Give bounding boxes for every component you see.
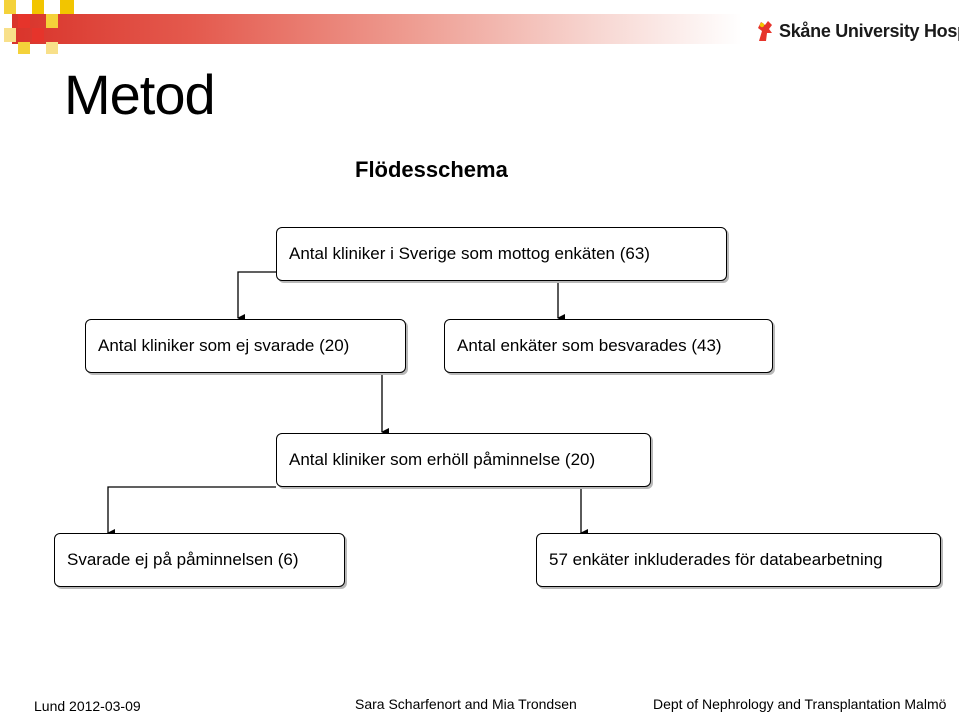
hospital-logo: Skåne University Hospital — [755, 18, 959, 44]
flow-box-label: 57 enkäter inkluderades för databearbetn… — [549, 550, 883, 569]
flow-box-label: Antal kliniker i Sverige som mottog enkä… — [289, 244, 650, 263]
flowchart-subtitle: Flödesschema — [355, 157, 508, 182]
flow-box-label: Antal enkäter som besvarades (43) — [457, 336, 722, 355]
flow-box-answered: Antal enkäter som besvarades (43) — [444, 319, 773, 373]
deco-square — [18, 42, 30, 54]
connector-reminder-to-not-answered-reminder — [107, 486, 276, 537]
deco-square — [46, 42, 58, 54]
slide-title: Metod — [64, 63, 216, 126]
footer-authors: Sara Scharfenort and Mia Trondsen — [355, 696, 577, 712]
slide-header: Skåne University Hospital — [0, 0, 959, 60]
flow-box-label: Antal kliniker som ej svarade (20) — [98, 336, 350, 355]
flow-box-label: Antal kliniker som erhöll påminnelse (20… — [289, 450, 596, 469]
deco-square — [60, 0, 74, 14]
flow-box-not-answered: Antal kliniker som ej svarade (20) — [85, 319, 406, 373]
deco-square — [32, 28, 44, 42]
flow-box-reminder: Antal kliniker som erhöll påminnelse (20… — [276, 433, 651, 487]
deco-square — [4, 0, 16, 14]
deco-square — [18, 14, 30, 28]
flow-box-included: 57 enkäter inkluderades för databearbetn… — [536, 533, 941, 587]
deco-square — [4, 28, 16, 42]
footer-department: Dept of Nephrology and Transplantation M… — [653, 696, 947, 712]
logo-text: Skåne University Hospital — [779, 20, 959, 41]
flow-box-label: Svarade ej på påminnelsen (6) — [67, 550, 299, 569]
connector-root-to-not-answered — [237, 271, 277, 322]
griffin-crest-icon — [758, 21, 772, 41]
header-gradient-band — [12, 14, 742, 44]
flow-box-not-answered-reminder: Svarade ej på påminnelsen (6) — [54, 533, 345, 587]
deco-square — [46, 14, 58, 28]
deco-square — [32, 0, 44, 14]
footer-date: Lund 2012-03-09 — [34, 698, 141, 714]
flow-box-root: Antal kliniker i Sverige som mottog enkä… — [276, 227, 727, 281]
